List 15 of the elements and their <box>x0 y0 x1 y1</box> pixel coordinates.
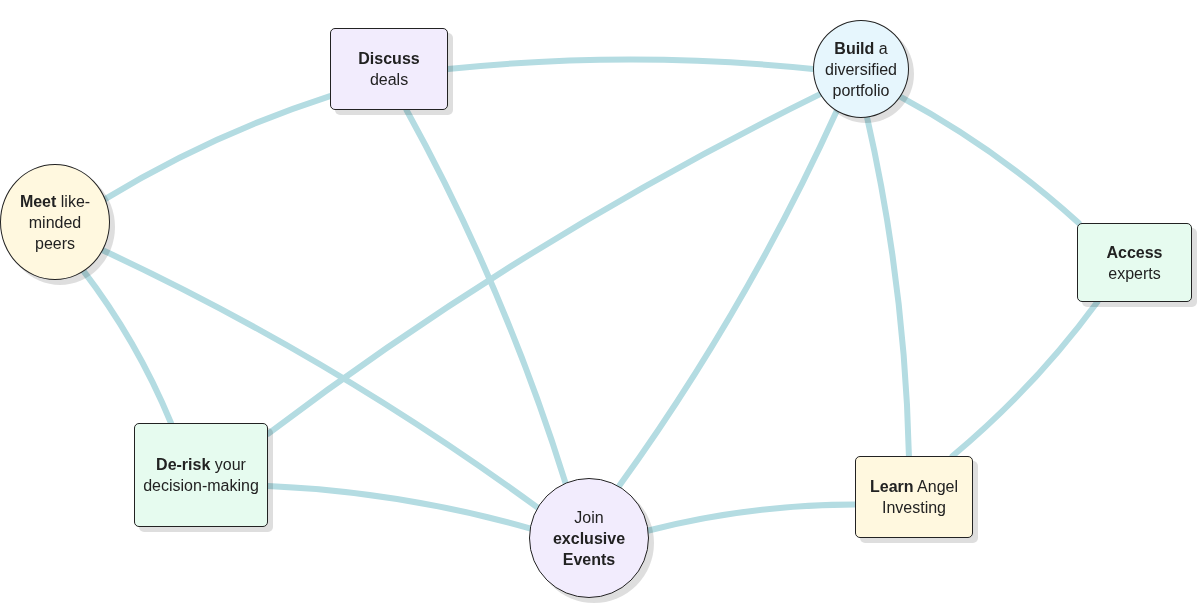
circle-node <box>0 164 110 280</box>
node-label: Build a diversified portfolio <box>824 38 898 101</box>
node-label: Discuss deals <box>357 49 421 90</box>
node-label: Meet like-minded peers <box>18 191 92 254</box>
node-label: Join exclusive Events <box>551 507 627 570</box>
process-box <box>134 423 268 527</box>
node-label: Access experts <box>1105 242 1164 284</box>
connector-line <box>897 93 1082 226</box>
process-box <box>1077 223 1192 302</box>
process-box <box>330 28 448 110</box>
node-label: Learn Angel Investing <box>868 477 960 518</box>
circle-node <box>813 20 909 118</box>
circle-node <box>529 478 649 598</box>
node-label: De-risk your decision-making <box>142 455 260 496</box>
process-box <box>855 456 973 538</box>
